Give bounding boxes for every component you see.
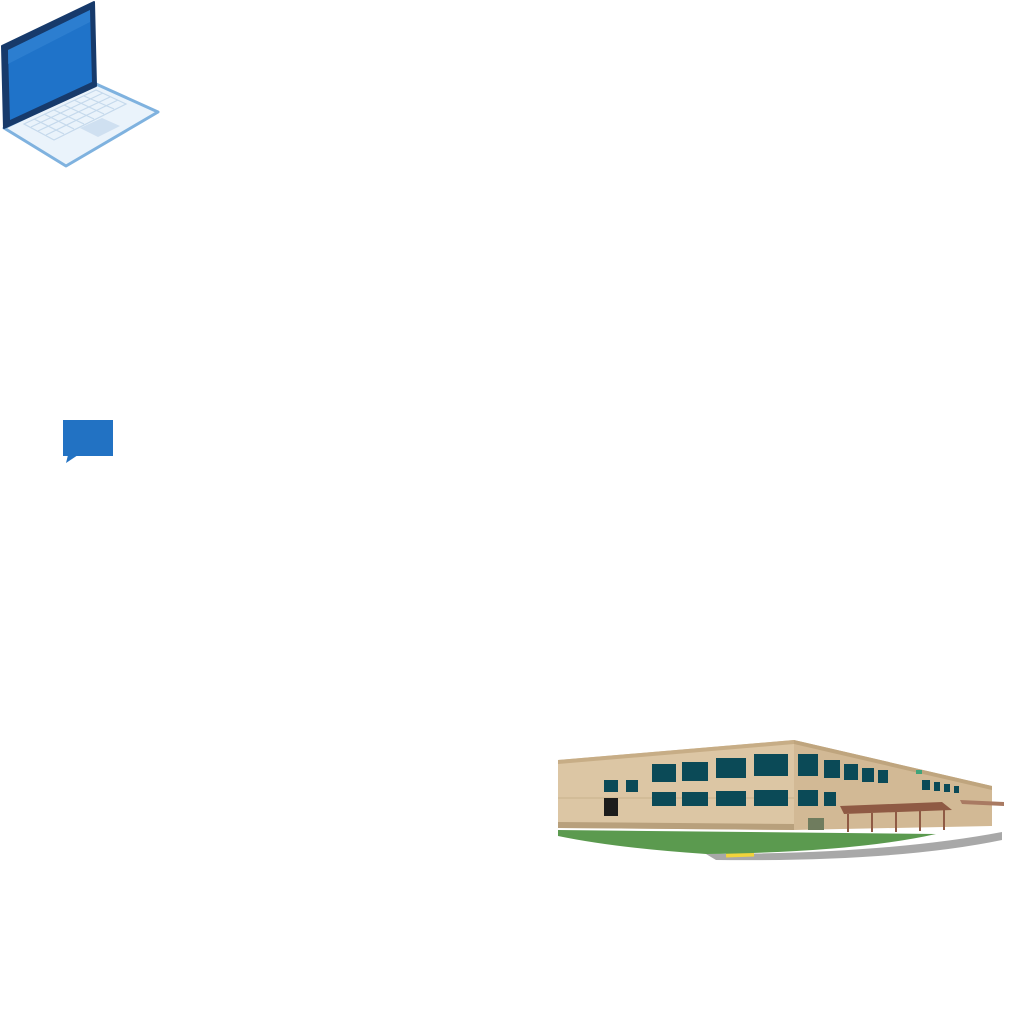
chat-bubble-icon[interactable] <box>62 418 114 464</box>
school-building-icon <box>558 740 1004 861</box>
laptop-icon <box>1 1 160 168</box>
